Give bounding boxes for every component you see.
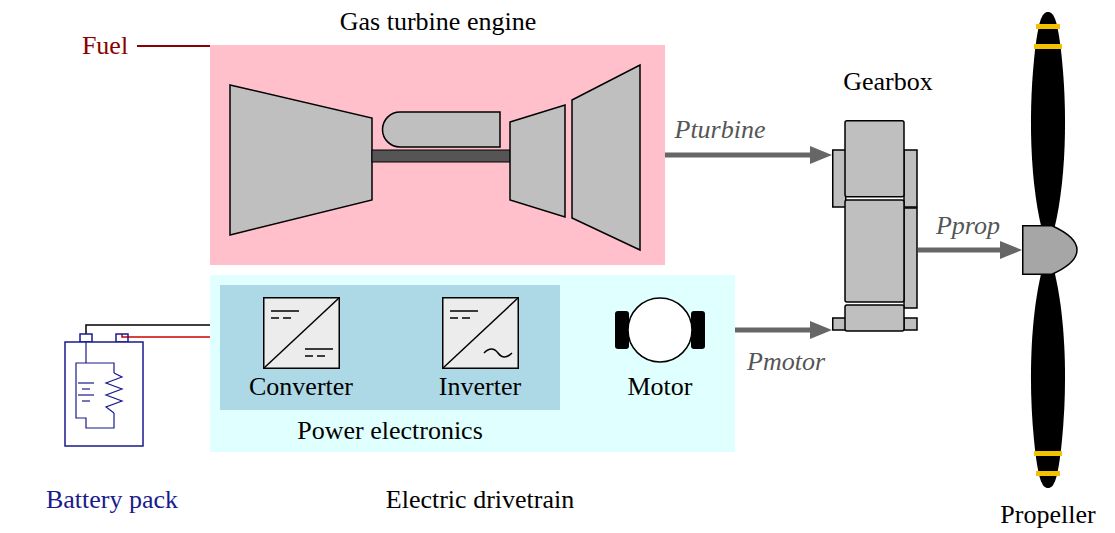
inverter-box: Inverter [442, 297, 519, 369]
wire [665, 153, 814, 158]
motor-symbol: Motor [614, 297, 706, 363]
power-label: Pmotor [747, 348, 825, 377]
arrowhead [810, 146, 832, 164]
converter-box-outline [263, 297, 340, 369]
engine-region-outline [210, 45, 665, 265]
power-label: Pturbine [675, 116, 766, 145]
power-electronics-region: Power electronicsConverterInverter [220, 285, 560, 410]
node-label: Propeller [1000, 501, 1095, 530]
node-label: Electric drivetrain [386, 486, 574, 515]
node-label: Gas turbine engine [340, 8, 536, 37]
node-label: Motor [628, 373, 693, 402]
engine-region: Gas turbine engine [210, 45, 665, 265]
converter-box: Converter [263, 297, 340, 369]
inverter-box-outline [442, 297, 519, 369]
battery-pack: Battery pack [64, 333, 144, 447]
connector [665, 146, 832, 164]
node-label: Converter [249, 373, 353, 402]
fuel-label: Fuel [82, 32, 128, 61]
node-label: Power electronics [297, 417, 483, 446]
power-label: Pprop [936, 212, 1000, 241]
drivetrain-region: Electric drivetrainPower electronicsConv… [210, 275, 735, 452]
arrowhead [810, 321, 832, 339]
gearbox-box-outline [832, 120, 918, 332]
battery-pack-outline [64, 333, 144, 447]
motor-symbol-outline [614, 297, 706, 363]
propeller-hub: Propeller [1022, 225, 1078, 275]
propeller-hub-outline [1022, 225, 1078, 275]
node-label: Inverter [439, 373, 521, 402]
connector [918, 241, 1022, 259]
gearbox-box: Gearbox [832, 120, 918, 332]
wire [918, 248, 1004, 253]
node-label: Gearbox [843, 68, 933, 97]
node-label: Battery pack [46, 486, 178, 515]
arrowhead [1000, 241, 1022, 259]
